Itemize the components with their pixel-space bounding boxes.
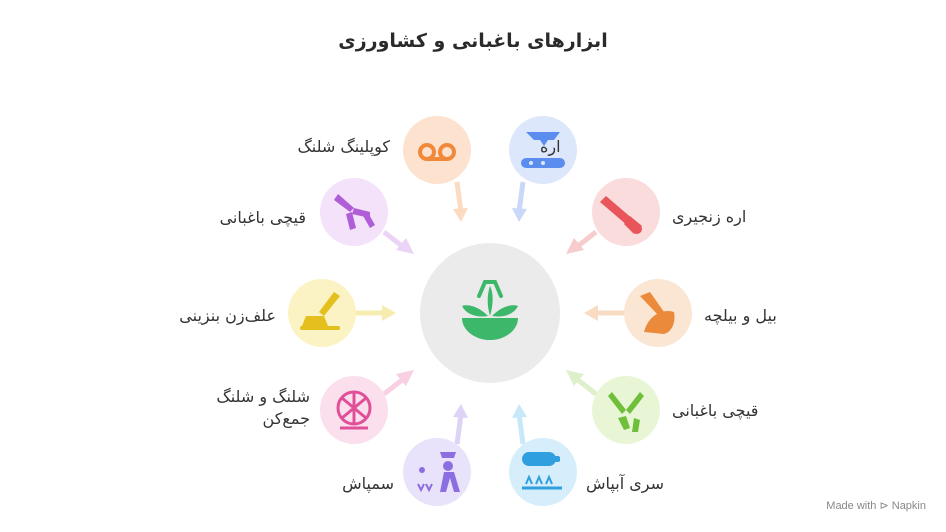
label-sprayer: سمپاش [342,474,394,493]
node-shovel [624,279,692,347]
node-sprinkler [509,438,577,506]
connectors [354,181,626,445]
label-hose-reel: شلنگ و شلنگ جمع‌کن [216,387,310,428]
hose-coupling-icon [418,143,456,161]
pruning-shears-icon [608,392,644,432]
label-sprinkler: سری آبپاش [586,474,664,493]
node-coupling [403,116,471,184]
sprinkler-icon [522,452,562,490]
label-coupling: کوپلینگ شلنگ [297,137,390,156]
label-shovel: بیل و بیلچه [704,306,777,325]
trimmer-icon [300,292,340,330]
node-hose-reel [320,376,388,444]
watermark: Made with ⊳ Napkin [826,500,926,512]
chainsaw-icon [600,196,642,234]
label-chainsaw: اره زنجیری [672,207,747,226]
label-pruning-right: قیچی باغبانی [672,401,759,420]
label-shears-left: قیچی باغبانی [219,208,306,227]
node-sprayer [403,438,471,506]
shovel-icon [640,292,675,334]
diagram-title: ابزارهای باغبانی و کشاورزی [338,30,608,52]
center-node [420,243,560,383]
node-shears-left [320,178,388,246]
label-trimmer: علف‌زن بنزینی [179,306,276,325]
node-pruning-right [592,376,660,444]
node-saw [509,116,577,184]
saw-icon [521,132,565,168]
node-chainsaw [592,178,660,246]
plant-bowl-icon [462,280,518,340]
shears-icon [334,194,375,230]
node-trimmer [288,279,356,347]
hose-reel-icon [336,390,372,430]
label-saw: اره [540,137,561,156]
sprayer-icon [417,452,460,493]
